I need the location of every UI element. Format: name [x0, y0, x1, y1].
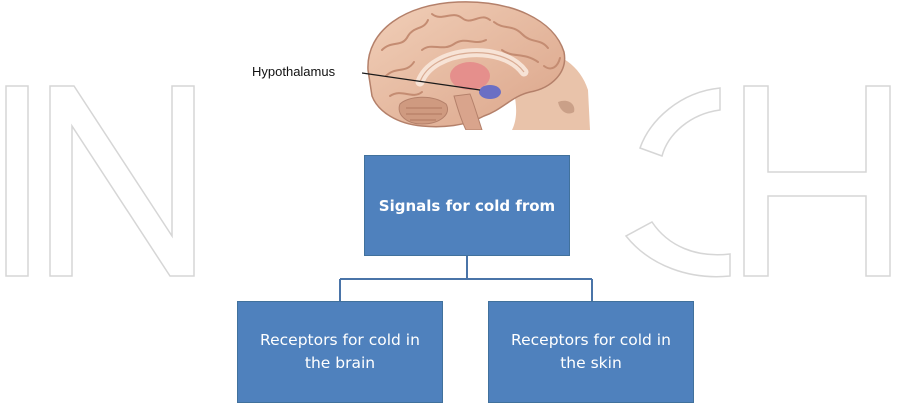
child-node-brain-label: Receptors for cold in the brain — [246, 329, 434, 375]
hypothalamus-label: Hypothalamus — [252, 64, 335, 79]
root-node-box: Signals for cold from — [364, 155, 570, 256]
child-node-brain: Receptors for cold in the brain — [237, 301, 443, 403]
child-node-skin-label: Receptors for cold in the skin — [497, 329, 685, 375]
root-node-label: Signals for cold from — [379, 197, 555, 215]
child-node-skin: Receptors for cold in the skin — [488, 301, 694, 403]
brain-illustration — [362, 0, 590, 130]
